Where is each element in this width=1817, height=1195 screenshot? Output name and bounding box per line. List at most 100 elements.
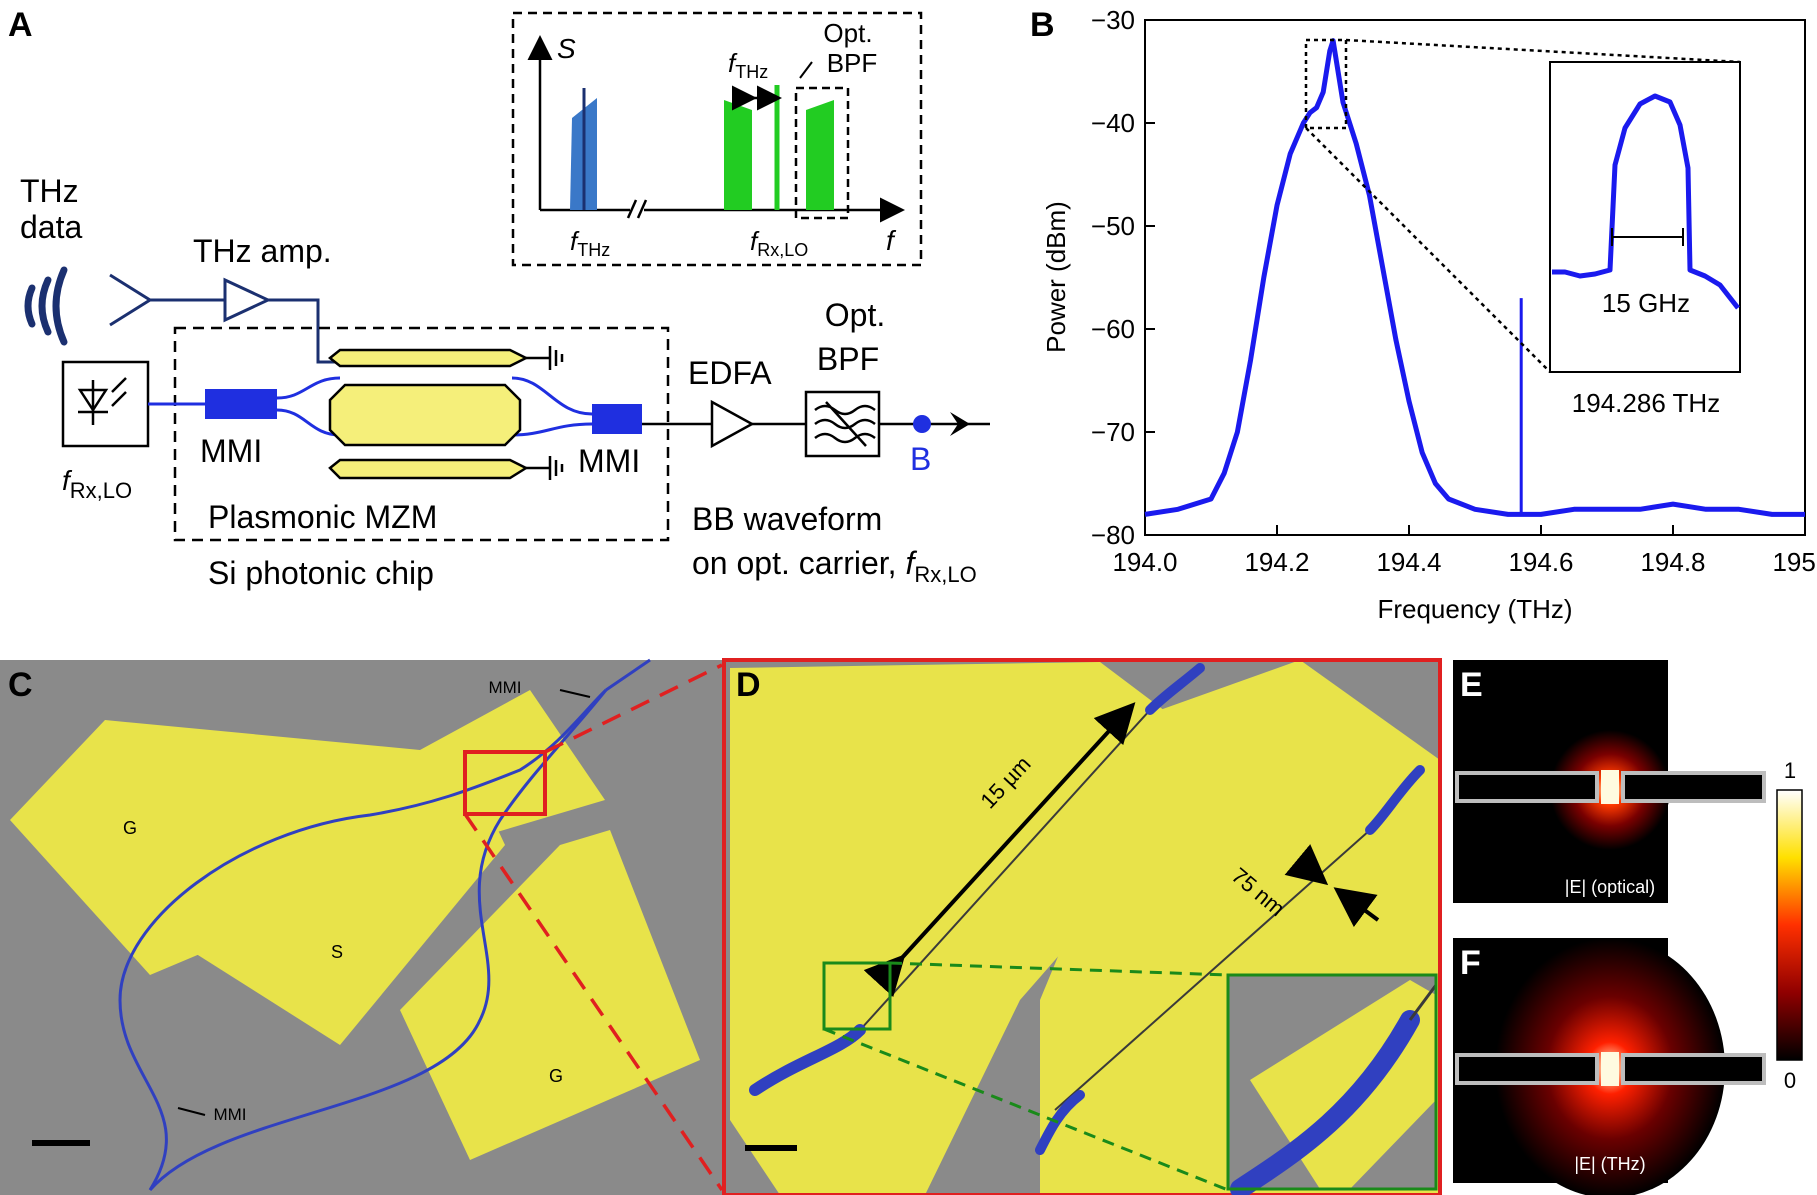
bpf-label-1: Opt.	[825, 297, 885, 333]
slot-wall-left-e	[1455, 771, 1599, 803]
waveguide-arm-1	[118, 688, 608, 1191]
slot-core-f	[1601, 1052, 1619, 1086]
axis-break-mark	[636, 199, 648, 219]
panel-a: A S f fTHz Opt. BPF fTHz fRx,LO	[8, 6, 990, 591]
axis-break-mark	[626, 199, 638, 219]
point-b-label: B	[910, 441, 931, 477]
ground-icon	[526, 346, 564, 370]
x-tick-label: 194.6	[1508, 547, 1573, 577]
bpf-label-2: BPF	[817, 341, 879, 377]
detail-line-bottom	[823, 1027, 1229, 1192]
y-tick-label: −30	[1091, 5, 1135, 35]
slot-wall-left-f	[1455, 1053, 1599, 1085]
bb-waveform-label-1: BB waveform	[692, 501, 882, 537]
panel-letter-b: B	[1030, 6, 1055, 44]
x-tick-label: 194.2	[1244, 547, 1309, 577]
thz-data-label-2: data	[20, 209, 82, 245]
thz-signal-line	[268, 298, 340, 364]
waveguide-output	[605, 658, 651, 692]
laser-box	[61, 360, 150, 448]
electrode-ground-bottom	[328, 458, 529, 480]
length-arrow	[863, 702, 1136, 998]
y-tick-label: −60	[1091, 314, 1135, 344]
zoom-spectrum-line	[1552, 93, 1740, 310]
mzm-arm-lower-out	[511, 422, 593, 437]
x-tick-label: 195.0	[1772, 547, 1817, 577]
x-tick-label: 194.4	[1376, 547, 1441, 577]
inset-bpf-label-2: BPF	[827, 48, 878, 78]
mzm-arm-upper-out	[511, 376, 593, 416]
output-arrow-icon	[950, 412, 970, 436]
waveguide-arm-2	[148, 689, 608, 1191]
zoom-inset-frame	[1549, 61, 1741, 373]
mmi-bottom-pointer	[177, 1107, 206, 1116]
slot-wall-right-f	[1621, 1053, 1766, 1085]
inset-bpf-box	[794, 86, 850, 220]
y-tick-label: −50	[1091, 211, 1135, 241]
edfa-amplifier-icon	[710, 399, 755, 449]
mmi-left-label: MMI	[200, 433, 262, 469]
zoom-line-red-top	[544, 663, 723, 754]
mmi-right-label: MMI	[578, 443, 640, 479]
inset-f-rx-lo-tick: fRx,LO	[750, 226, 808, 260]
inset-s-label: S	[557, 33, 576, 64]
zoom-source-box	[1304, 38, 1348, 130]
detail-source-box	[822, 961, 892, 1031]
lower-sideband	[724, 100, 752, 210]
ground-electrode-2	[400, 830, 700, 1160]
x-axis-label: Frequency (THz)	[1377, 594, 1572, 624]
plasmonic-mzm-label: Plasmonic MZM	[208, 499, 437, 535]
thz-amp-label: THz amp.	[193, 233, 332, 269]
ground-label-2: G	[549, 1066, 563, 1086]
x-tick-label: 194.8	[1640, 547, 1705, 577]
mmi-top-label: MMI	[488, 678, 521, 697]
electrode-signal	[328, 383, 522, 447]
detail-inset	[1226, 973, 1438, 1195]
signal-label: S	[331, 942, 343, 962]
zoom-line-red-bottom	[463, 813, 724, 1191]
thz-amplifier-icon	[223, 277, 272, 323]
inset-bpf-label-1: Opt.	[823, 18, 872, 48]
field-label-f: |E| (THz)	[1574, 1154, 1645, 1174]
waveguide-d-right	[1365, 765, 1425, 835]
detail-line-top	[889, 961, 1229, 977]
waveguide-d-top	[1145, 663, 1205, 715]
inset-dashed-box	[511, 11, 923, 267]
y-ticks: −30 −40 −50 −60 −70 −80	[1091, 5, 1155, 550]
inset-f-thz-arrow-label: fTHz	[728, 48, 768, 82]
y-tick-label: −80	[1091, 520, 1135, 550]
spectrum-series-line	[1144, 38, 1805, 517]
upper-sideband	[806, 100, 834, 210]
panel-letter-e: E	[1460, 666, 1483, 704]
inset-f-label: f	[886, 225, 897, 256]
waveguide-d-left	[749, 1024, 866, 1096]
scale-bar-c	[32, 1140, 90, 1146]
x-tick-label: 194.0	[1112, 547, 1177, 577]
mmi-top-pointer	[559, 689, 591, 698]
panel-d-micrograph: D 15 µm 75 nm	[722, 658, 1442, 1195]
signal-electrode	[190, 770, 505, 1045]
colorbar-min-label: 0	[1784, 1068, 1796, 1093]
zoom-region-box	[463, 750, 547, 816]
zoom-line-bottom	[1305, 127, 1551, 373]
thz-data-label-1: THz	[20, 173, 79, 209]
y-tick-label: −70	[1091, 417, 1135, 447]
panel-c-micrograph: C MMI MMI G S G	[0, 658, 724, 1195]
antenna-icon	[109, 273, 225, 327]
x-ticks: 194.0 194.2 194.4 194.6 194.8 195.0	[1112, 525, 1817, 577]
bpf-box	[804, 390, 881, 458]
edfa-label: EDFA	[688, 355, 772, 391]
spectrum-inset: S f fTHz Opt. BPF fTHz fRx,LO	[511, 11, 923, 267]
detail-inset-frame	[1226, 973, 1438, 1191]
scale-bar-d	[745, 1145, 797, 1151]
slot-core-e	[1601, 770, 1619, 804]
y-tick-label: −40	[1091, 108, 1135, 138]
point-b-marker	[913, 415, 931, 433]
zoom-center-label: 194.286 THz	[1572, 388, 1720, 418]
panel-f-field: F |E| (THz)	[1453, 938, 1766, 1195]
bpf-pointer	[799, 61, 813, 79]
laser-diode-icon	[77, 377, 127, 425]
ground-label-1: G	[123, 818, 137, 838]
